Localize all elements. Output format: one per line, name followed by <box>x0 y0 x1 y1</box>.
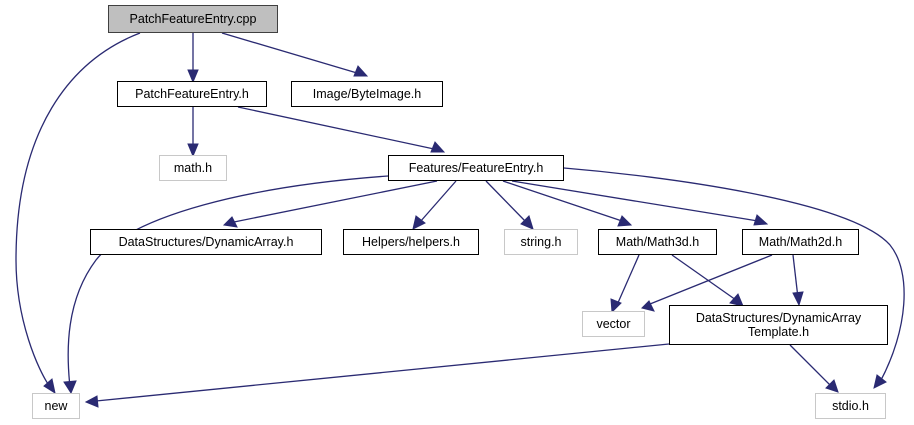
arrowhead-features_featureentry_h-to-math_math3d_h <box>617 215 633 227</box>
edge-math_math3d_h-to-vector <box>616 254 640 306</box>
arrowhead-features_featureentry_h-to-helpers_helpers_h <box>412 215 426 230</box>
edge-datastructures_dynamicarraytemplate_h-to-new <box>95 343 670 402</box>
arrowhead-datastructures_dynamicarraytemplate_h-to-new <box>84 395 99 408</box>
arrowhead-features_featureentry_h-to-string_h <box>520 215 534 230</box>
arrowhead-features_featureentry_h-to-new <box>63 380 77 395</box>
arrowhead-patchfeatureentry_h-to-features_featureentry_h <box>430 141 446 153</box>
edge-features_featureentry_h-to-math_math3d_h <box>502 180 623 222</box>
node-features_featureentry_h[interactable]: Features/FeatureEntry.h <box>388 155 564 181</box>
node-image_byteimage_h[interactable]: Image/ByteImage.h <box>291 81 443 107</box>
arrowhead-math_math2d_h-to-vector <box>641 300 655 312</box>
edge-patchfeatureentry_cpp-to-image_byteimage_h <box>221 32 358 74</box>
node-string_h[interactable]: string.h <box>504 229 578 255</box>
node-vector[interactable]: vector <box>582 311 645 337</box>
node-datastructures_dynamicarray_h[interactable]: DataStructures/DynamicArray.h <box>90 229 322 255</box>
node-stdio_h[interactable]: stdio.h <box>815 393 886 419</box>
edge-features_featureentry_h-to-datastructures_dynamicarray_h <box>233 180 438 223</box>
node-datastructures_dynamicarraytemplate_h[interactable]: DataStructures/DynamicArray Template.h <box>669 305 888 345</box>
edge-features_featureentry_h-to-string_h <box>485 180 527 223</box>
node-math_math2d_h[interactable]: Math/Math2d.h <box>742 229 859 255</box>
edge-patchfeatureentry_h-to-features_featureentry_h <box>237 106 435 150</box>
arrowhead-features_featureentry_h-to-math_math2d_h <box>753 214 769 226</box>
arrowhead-patchfeatureentry_cpp-to-image_byteimage_h <box>353 65 369 77</box>
node-patchfeatureentry_h[interactable]: PatchFeatureEntry.h <box>117 81 267 107</box>
arrowhead-features_featureentry_h-to-stdio_h <box>873 374 887 389</box>
edge-math_math3d_h-to-datastructures_dynamicarraytemplate_h <box>671 254 737 301</box>
edge-datastructures_dynamicarraytemplate_h-to-stdio_h <box>789 344 832 387</box>
node-helpers_helpers_h[interactable]: Helpers/helpers.h <box>343 229 479 255</box>
arrowhead-patchfeatureentry_cpp-to-new <box>43 378 56 395</box>
edge-math_math2d_h-to-vector <box>649 254 773 305</box>
node-patchfeatureentry_cpp[interactable]: PatchFeatureEntry.cpp <box>108 5 278 33</box>
edge-features_featureentry_h-to-stdio_h <box>563 167 905 383</box>
edge-features_featureentry_h-to-helpers_helpers_h <box>419 180 457 223</box>
edge-math_math2d_h-to-datastructures_dynamicarraytemplate_h <box>792 254 799 299</box>
node-new[interactable]: new <box>32 393 80 419</box>
node-math_h[interactable]: math.h <box>159 155 227 181</box>
arrowhead-math_math2d_h-to-datastructures_dynamicarraytemplate_h <box>792 291 804 307</box>
node-math_math3d_h[interactable]: Math/Math3d.h <box>598 229 717 255</box>
arrowhead-features_featureentry_h-to-datastructures_dynamicarray_h <box>222 216 238 228</box>
edge-features_featureentry_h-to-new <box>67 175 389 388</box>
edge-features_featureentry_h-to-math_math2d_h <box>511 180 759 222</box>
arrowhead-datastructures_dynamicarraytemplate_h-to-stdio_h <box>825 379 839 393</box>
